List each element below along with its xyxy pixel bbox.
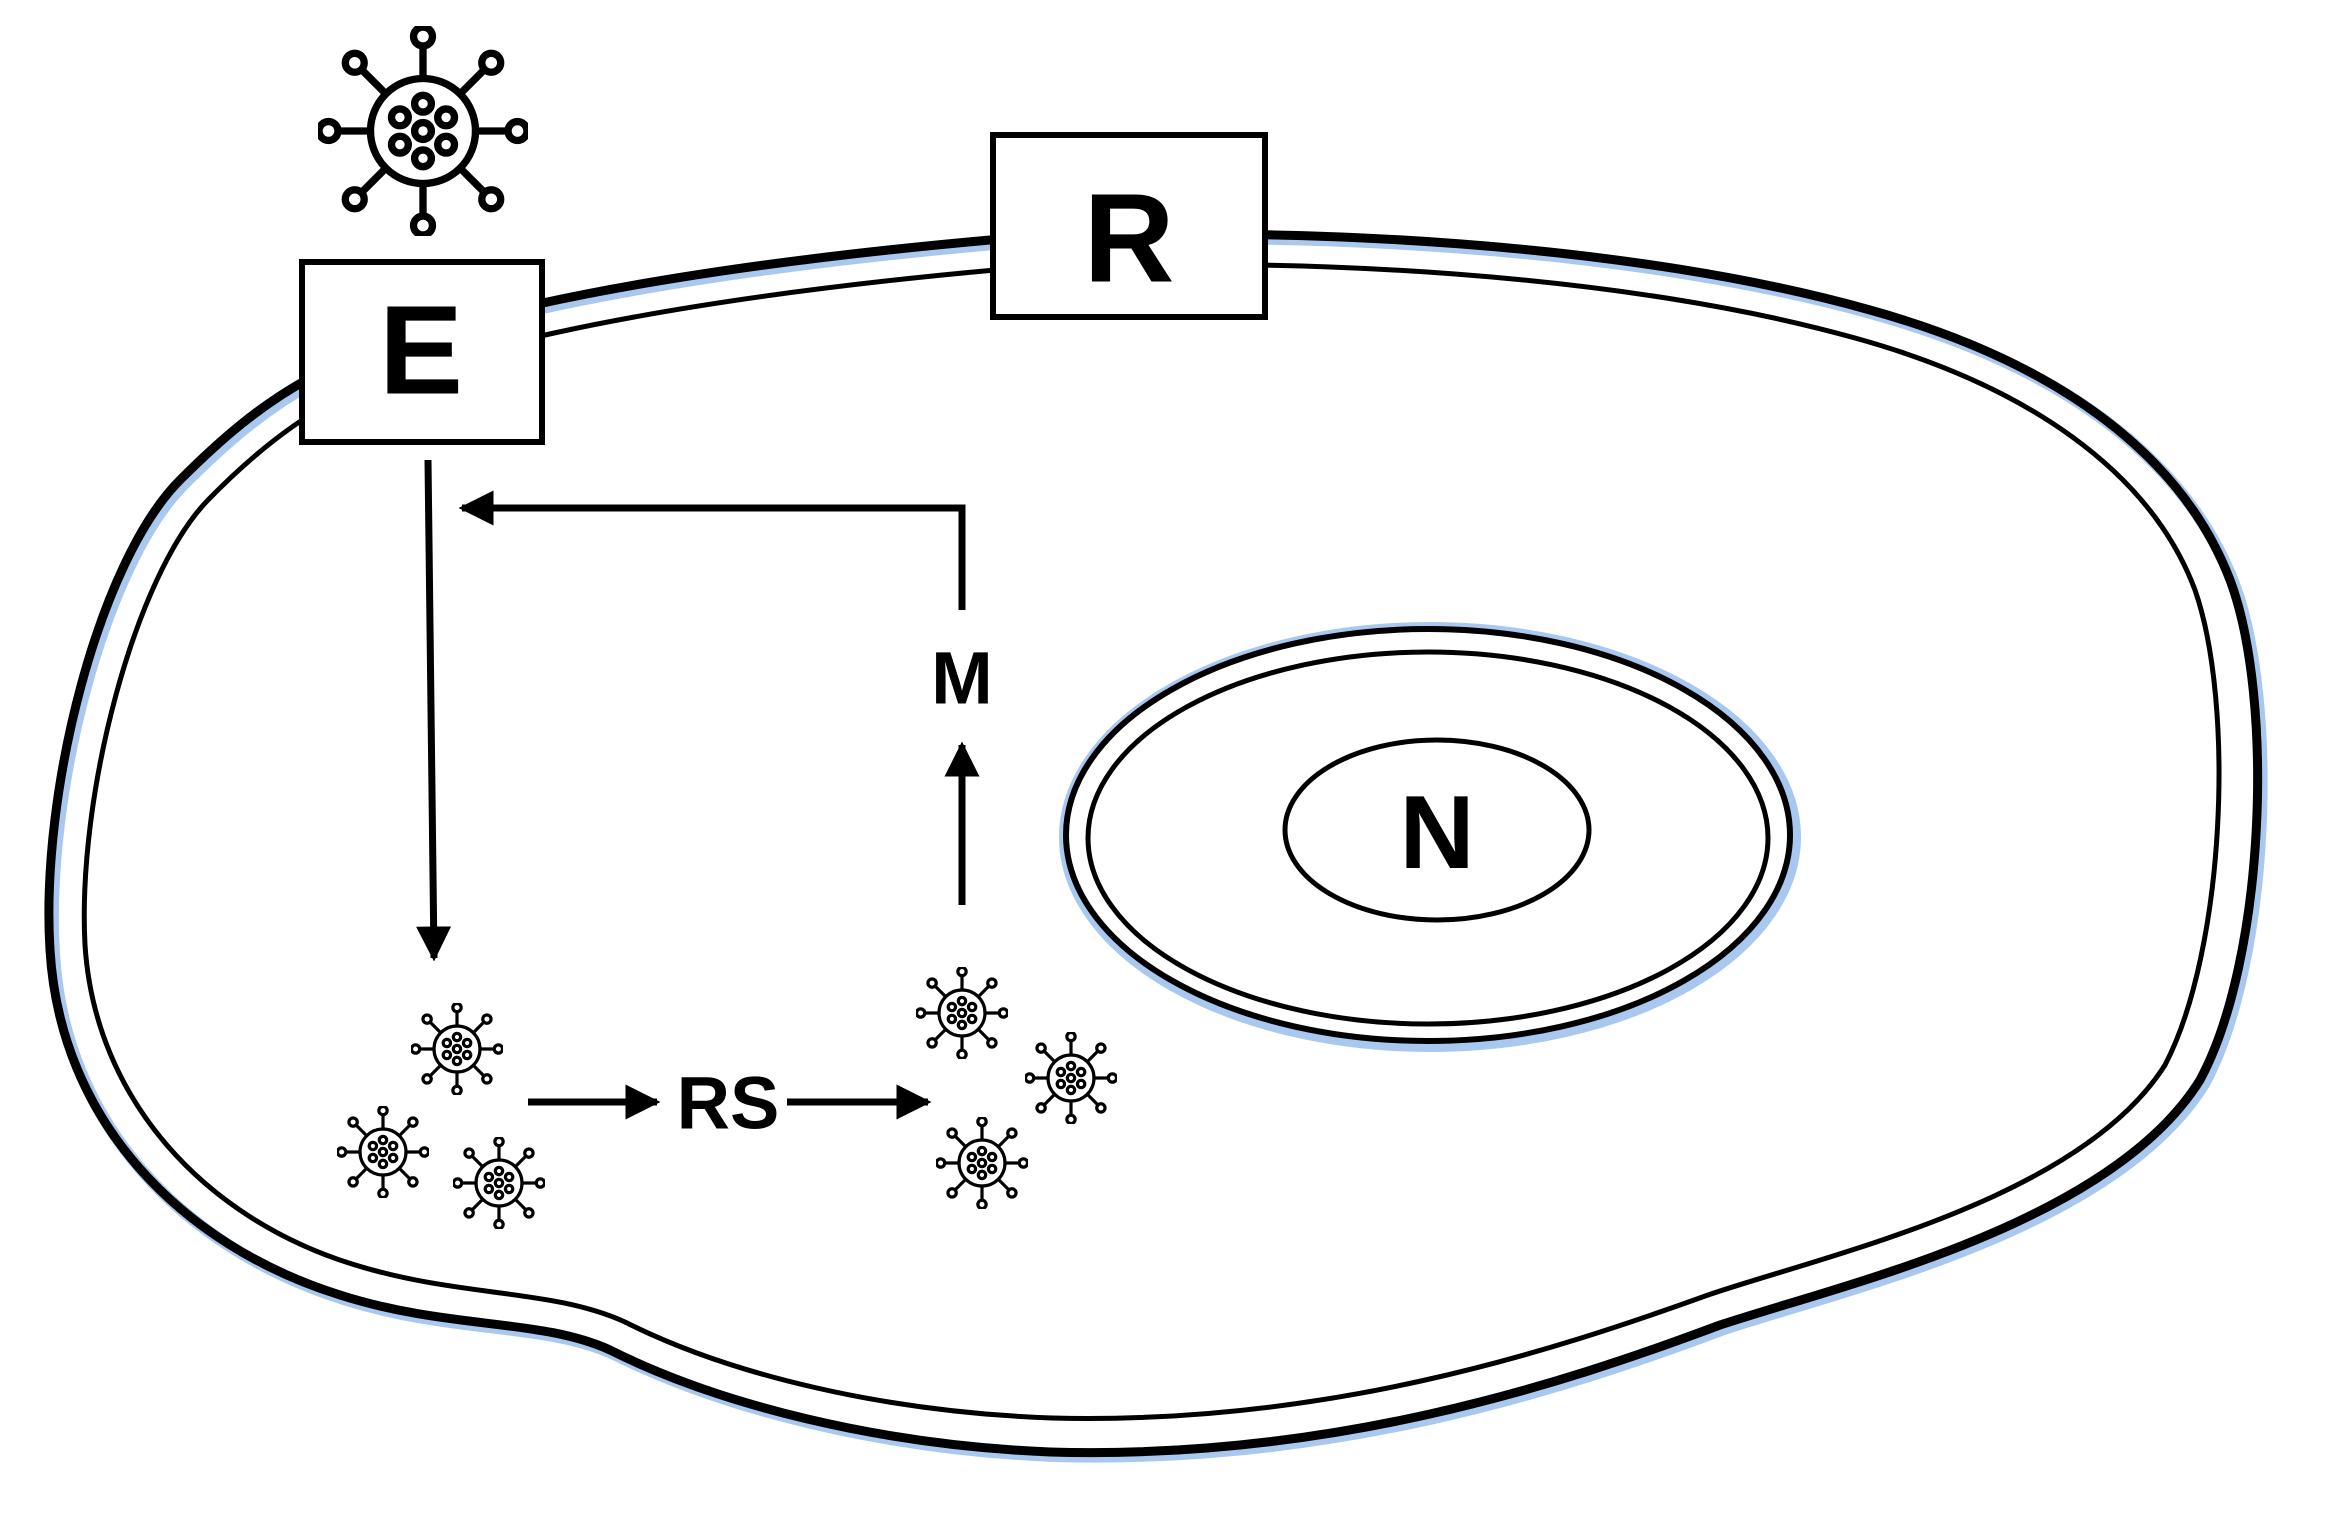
arrows: [416, 459, 980, 1120]
entered-virions: [337, 1003, 545, 1229]
return-to-membrane-arrow: [458, 490, 966, 610]
virus-icon: [916, 967, 1008, 1059]
virus-icon: [453, 1137, 545, 1229]
nuclear-envelope-inner: [1085, 649, 1771, 1027]
receptor-box: R: [990, 132, 1268, 320]
maturation-label: M: [931, 637, 993, 720]
virus-icon: [411, 1003, 503, 1095]
nucleus: N: [1059, 622, 1801, 1052]
cell-membrane-inner: [81, 261, 2222, 1421]
entry-down-arrow: [416, 459, 452, 962]
entry-label: E: [379, 280, 463, 421]
nucleus-label: N: [1399, 775, 1474, 891]
replication-label: RS: [677, 1062, 780, 1145]
entry-box: E: [299, 259, 545, 445]
virus-icon: [1025, 1032, 1117, 1124]
replicated-virions: [916, 967, 1117, 1209]
nucleolus: [1282, 737, 1592, 923]
cell-membrane-outer: [44, 229, 2263, 1458]
cell-membrane: [44, 229, 2268, 1463]
virus-icon: [337, 1106, 429, 1198]
virus-icon: [936, 1117, 1028, 1209]
receptor-label: R: [1084, 168, 1175, 309]
virus-icon: [319, 27, 527, 235]
